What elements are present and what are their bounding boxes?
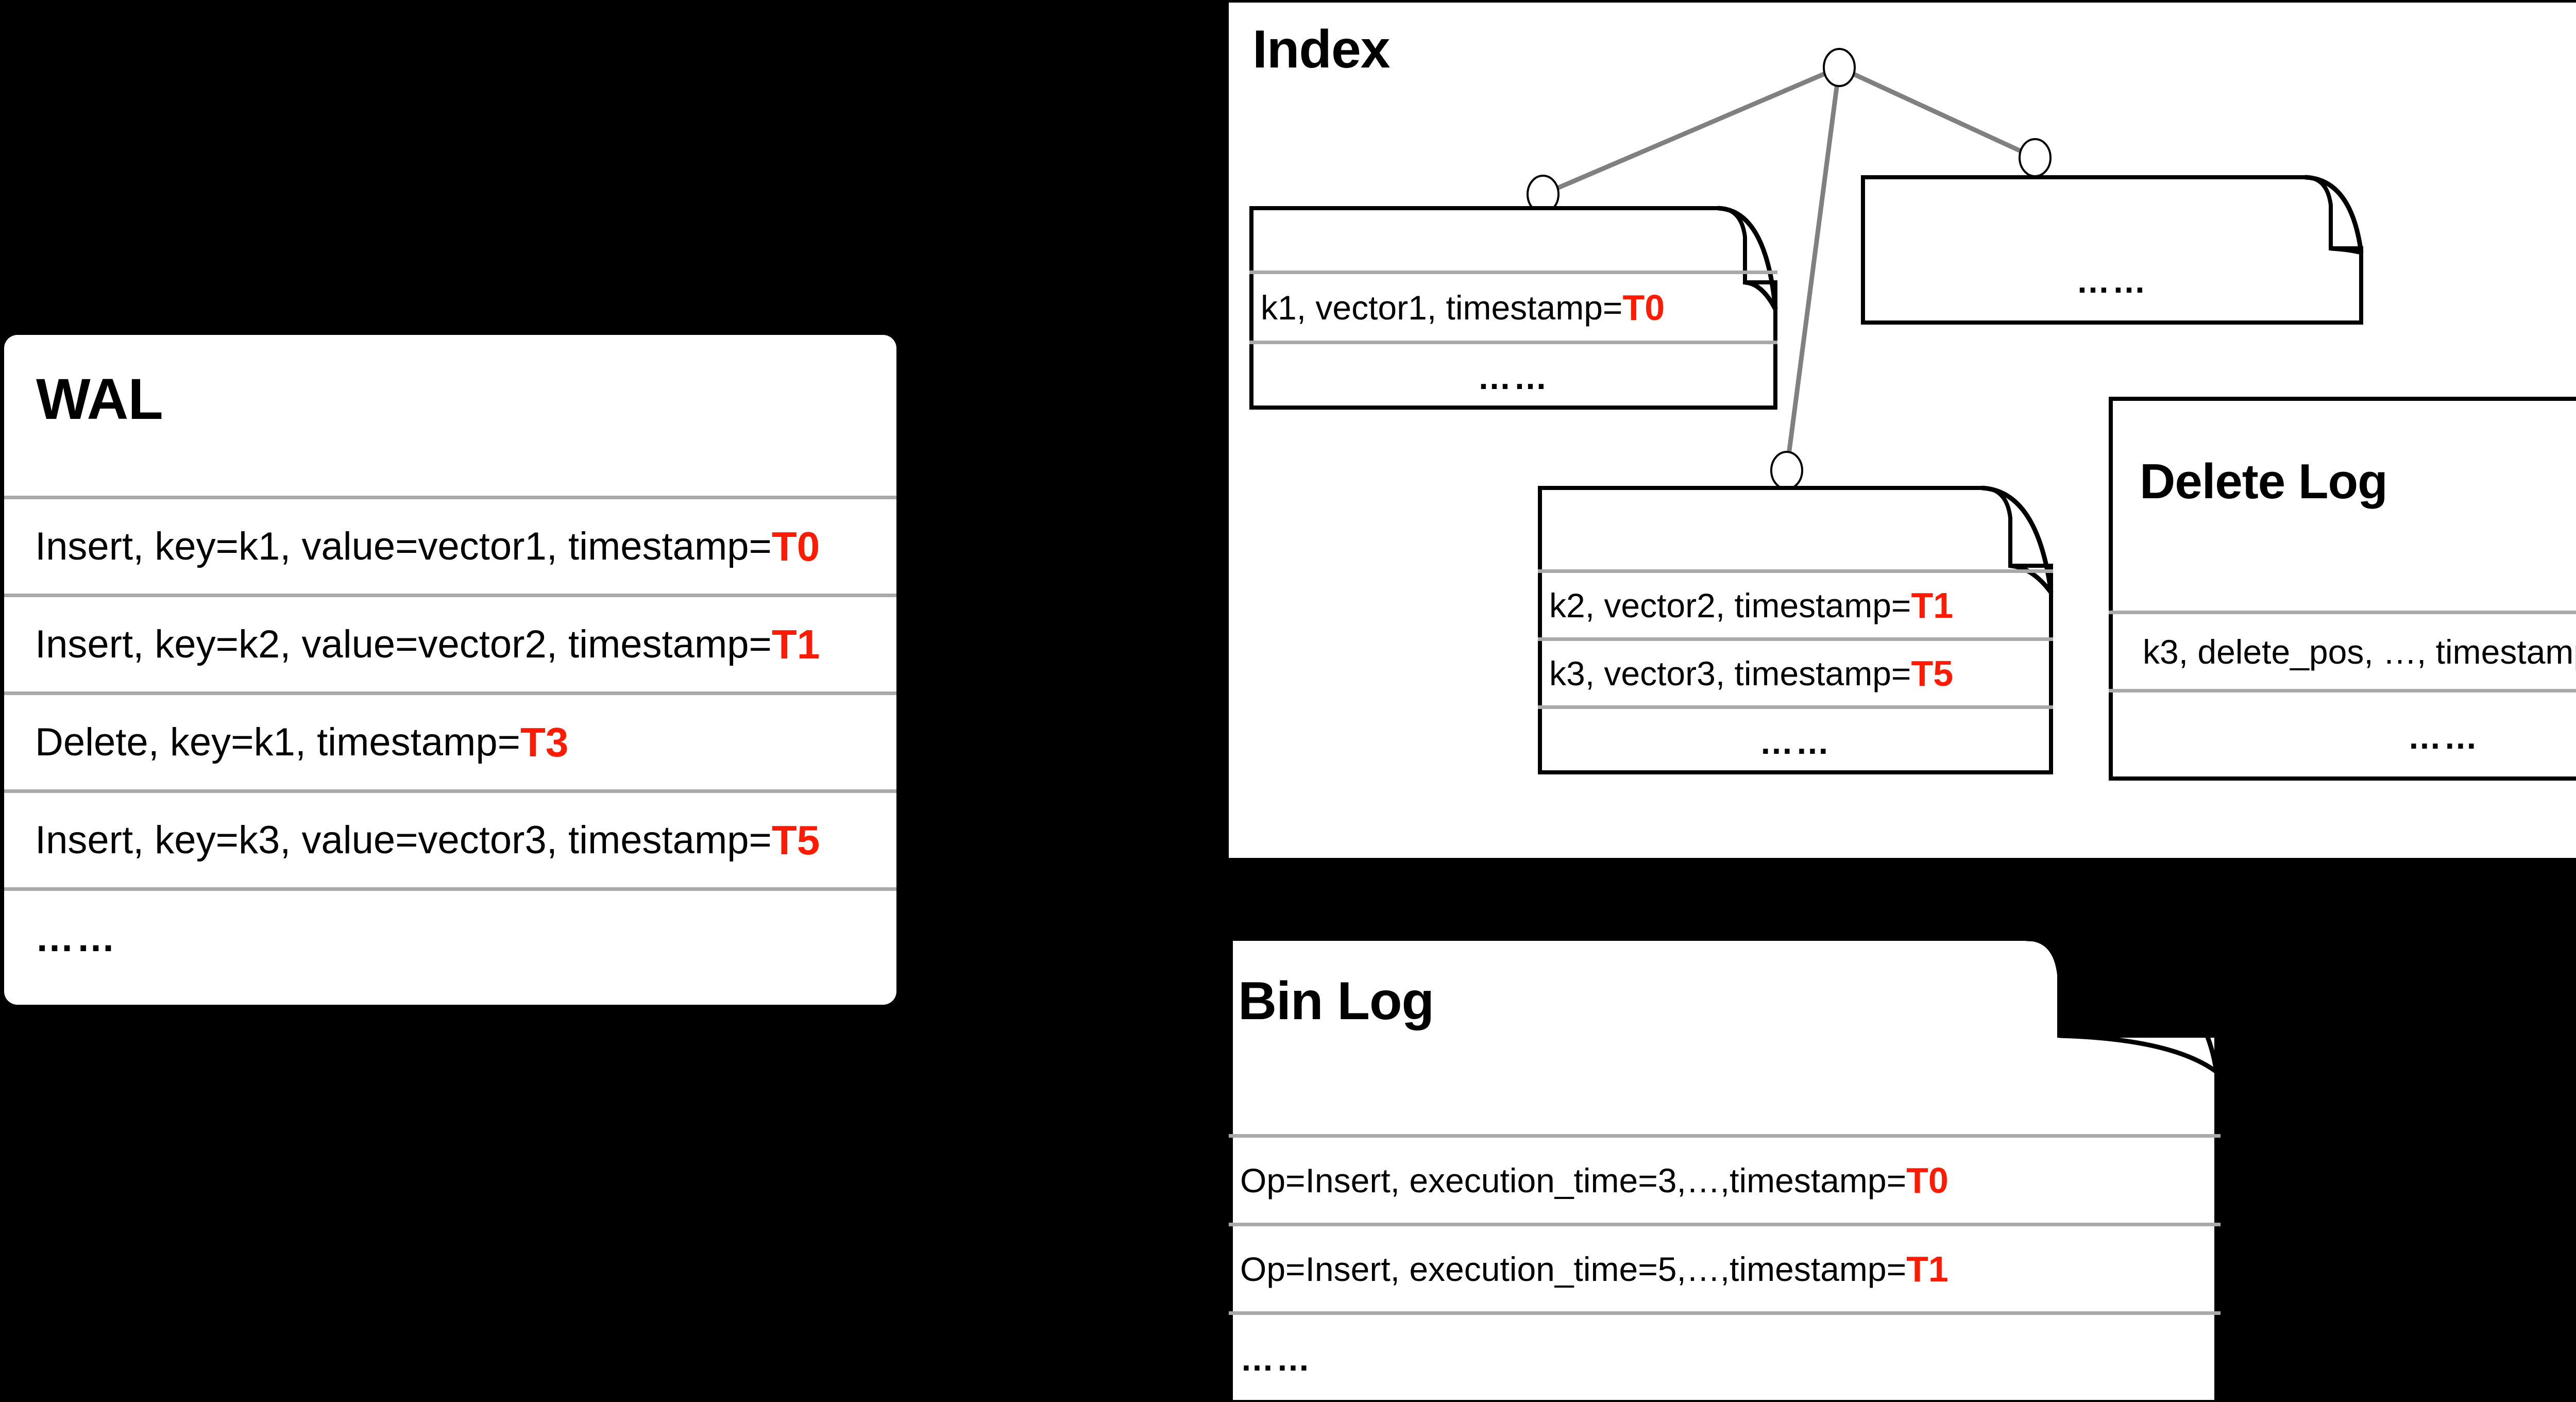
bin-log-rows: Op=Insert, execution_time=3,…,timestamp=…	[1229, 1134, 2221, 1402]
bin-log-panel: Bin Log Op=Insert, execution_time=3,…,ti…	[1229, 936, 2221, 1402]
index-leaf-right-rows: ……	[1861, 237, 2363, 325]
index-leaf-left-row-0-text: k1, vector1, timestamp=	[1261, 288, 1623, 327]
wal-row-3-timestamp: T5	[771, 817, 820, 863]
tree-edge-root-right	[1838, 65, 2036, 160]
index-leaf-center-row-0-timestamp: T1	[1911, 585, 1954, 626]
index-leaf-center-row-2: ……	[1538, 705, 2053, 774]
bin-log-row-0-text: Op=Insert, execution_time=3,…,timestamp=	[1240, 1161, 1907, 1200]
wal-row-2-text: Delete, key=k1, timestamp=	[35, 720, 520, 764]
wal-row-1-timestamp: T1	[771, 621, 820, 667]
delete-log-row-0-text: k3, delete_pos, …, timestamp=	[2143, 632, 2576, 671]
wal-row-1: Insert, key=k2, value=vector2, timestamp…	[4, 594, 896, 691]
index-leaf-left: k1, vector1, timestamp=T0 ……	[1249, 206, 1778, 410]
wal-panel: WAL Insert, key=k1, value=vector1, times…	[4, 335, 896, 1005]
index-leaf-center-row-1-timestamp: T5	[1911, 653, 1954, 694]
index-leaf-left-row-0: k1, vector1, timestamp=T0	[1249, 271, 1777, 341]
wal-row-4: ……	[4, 887, 896, 985]
tree-node-right	[2019, 138, 2052, 177]
index-leaf-left-row-1: ……	[1249, 341, 1777, 410]
index-leaf-left-rows: k1, vector1, timestamp=T0 ……	[1249, 271, 1777, 410]
wal-row-1-text: Insert, key=k2, value=vector2, timestamp…	[35, 622, 772, 666]
page-outline-icon	[1861, 175, 2364, 325]
index-leaf-center-row-2-text: ……	[1759, 722, 1832, 761]
bin-log-row-2: ……	[1229, 1311, 2221, 1402]
bin-log-row-1-timestamp: T1	[1906, 1248, 1948, 1289]
bin-log-row-1-text: Op=Insert, execution_time=5,…,timestamp=	[1240, 1249, 1907, 1288]
delete-log-row-0: k3, delete_pos, …, timestamp=T3	[2109, 611, 2576, 689]
tree-edge-root-left	[1542, 65, 1840, 197]
wal-row-0: Insert, key=k1, value=vector1, timestamp…	[4, 496, 896, 594]
index-leaf-center: k2, vector2, timestamp=T1 k3, vector3, t…	[1538, 485, 2054, 774]
wal-row-3: Insert, key=k3, value=vector3, timestamp…	[4, 789, 896, 887]
bin-log-row-0: Op=Insert, execution_time=3,…,timestamp=…	[1229, 1134, 2221, 1223]
wal-title: WAL	[36, 367, 163, 431]
wal-row-0-timestamp: T0	[771, 523, 820, 569]
tree-node-center	[1770, 451, 1803, 490]
bin-log-row-2-text: ……	[1240, 1339, 1312, 1378]
tree-node-root	[1823, 48, 1856, 87]
wal-row-4-text: ……	[35, 916, 117, 960]
index-leaf-center-row-1: k3, vector3, timestamp=T5	[1538, 637, 2053, 705]
index-leaf-right-row-0: ……	[1861, 237, 2363, 325]
wal-row-2: Delete, key=k1, timestamp=T3	[4, 691, 896, 789]
index-leaf-left-row-1-text: ……	[1477, 358, 1550, 396]
delete-log-title: Delete Log	[2140, 454, 2388, 509]
index-leaf-right: ……	[1861, 175, 2364, 325]
index-leaf-center-row-0-text: k2, vector2, timestamp=	[1549, 586, 1911, 624]
wal-row-2-timestamp: T3	[520, 719, 569, 765]
index-leaf-left-row-0-timestamp: T0	[1622, 287, 1665, 328]
index-leaf-center-row-1-text: k3, vector3, timestamp=	[1549, 654, 1911, 692]
index-leaf-right-row-0-text: ……	[2076, 262, 2148, 300]
bin-log-row-0-timestamp: T0	[1906, 1160, 1948, 1201]
tree-edge-root-center	[1784, 67, 1842, 471]
delete-log-rows: k3, delete_pos, …, timestamp=T3 ……	[2109, 611, 2576, 781]
page-outline-icon	[2109, 397, 2576, 781]
index-panel: Index k1, vector1, timestamp=T0	[1229, 3, 2576, 858]
delete-log-doc: Delete Log k3, delete_pos, …, timestamp=…	[2109, 397, 2576, 781]
index-leaf-center-row-0: k2, vector2, timestamp=T1	[1538, 569, 2053, 637]
page-outline-icon	[1229, 936, 2219, 1402]
wal-row-list: Insert, key=k1, value=vector1, timestamp…	[4, 496, 896, 985]
page-outline-icon	[1249, 206, 1778, 410]
wal-row-3-text: Insert, key=k3, value=vector3, timestamp…	[35, 818, 772, 862]
index-title: Index	[1252, 20, 1391, 79]
index-leaf-center-rows: k2, vector2, timestamp=T1 k3, vector3, t…	[1538, 569, 2053, 774]
delete-log-row-1-text: ……	[2408, 717, 2480, 756]
bin-log-row-1: Op=Insert, execution_time=5,…,timestamp=…	[1229, 1223, 2221, 1311]
delete-log-row-1: ……	[2109, 689, 2576, 781]
page-outline-icon	[1538, 485, 2054, 774]
wal-row-0-text: Insert, key=k1, value=vector1, timestamp…	[35, 525, 772, 568]
bin-log-title: Bin Log	[1238, 971, 1434, 1031]
